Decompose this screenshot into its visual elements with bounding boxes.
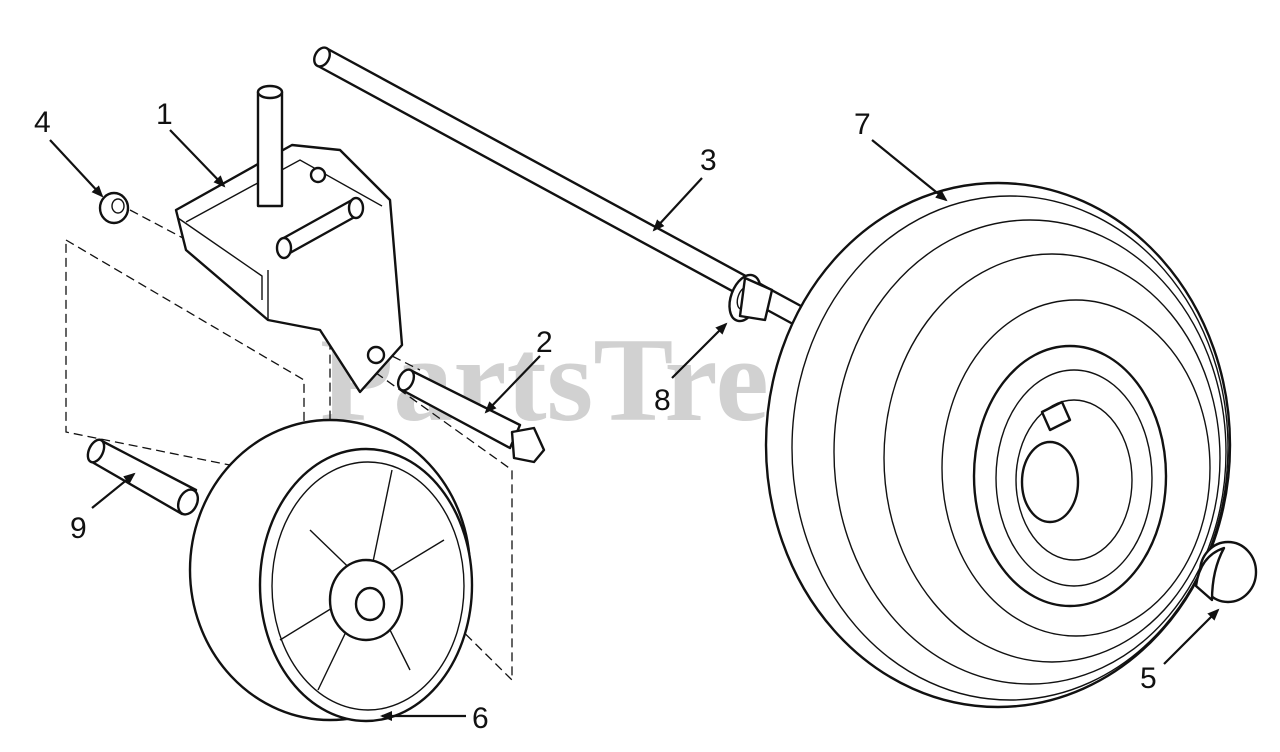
spacer-part-8 [728,273,774,323]
bushing-part-4 [98,191,130,225]
small-wheel-part-6 [188,418,474,723]
caster-bracket-part-1 [174,84,404,394]
bolt-part-2 [396,368,546,464]
leader-lines [49,129,1220,721]
callout-1: 1 [156,98,173,131]
callout-5: 5 [1140,662,1157,695]
sleeve-part-9 [86,438,200,516]
hubcap-part-5 [1194,540,1258,604]
callout-7: 7 [854,108,871,141]
callout-3: 3 [700,144,717,177]
callout-9: 9 [70,512,87,545]
callout-6: 6 [472,702,489,735]
callout-8: 8 [654,384,671,417]
callout-2: 2 [536,326,553,359]
callout-4: 4 [34,106,51,139]
large-wheel-part-7 [764,181,1232,709]
